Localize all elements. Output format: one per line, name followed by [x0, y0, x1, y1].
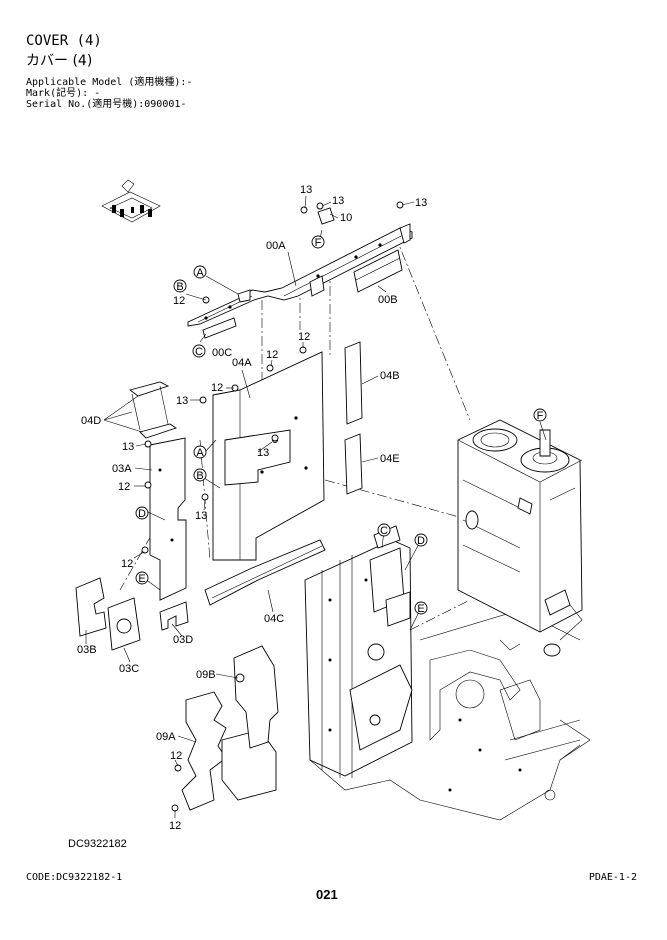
svg-text:C: C [195, 346, 203, 358]
ref-letter-A-mid: A [193, 445, 207, 459]
part-label-12: 12 [266, 349, 278, 361]
ref-letter-F-tank: F [533, 408, 547, 422]
svg-text:A: A [196, 447, 204, 459]
leader-lines [85, 195, 547, 818]
part-label-13: 13 [257, 447, 269, 459]
part-label-00A: 00A [266, 240, 286, 252]
part-label-13: 13 [415, 197, 427, 209]
svg-text:D: D [417, 535, 425, 547]
applicable-model: Applicable Model (適用機種):- [26, 77, 193, 88]
part-label-12: 12 [298, 331, 310, 343]
ref-letter-D-left: D [135, 506, 149, 520]
svg-text:C: C [380, 525, 388, 537]
pad-00B [353, 249, 403, 293]
part-label-04D: 04D [81, 415, 101, 427]
svg-text:B: B [176, 281, 183, 293]
part-label-09B: 09B [196, 669, 216, 681]
part-label-03D: 03D [173, 634, 193, 646]
part-label-12: 12 [169, 820, 181, 832]
plate-03A [149, 437, 187, 601]
part-label-13: 13 [300, 184, 312, 196]
ref-letter-E-left: E [135, 571, 149, 585]
plate-03D [159, 601, 189, 631]
part-label-13: 13 [332, 195, 344, 207]
machine-location-icon [101, 179, 161, 223]
part-label-03A: 03A [112, 463, 132, 475]
pdae-label: PDAE-1-2 [588, 872, 637, 883]
mark-field: Mark(記号): - [26, 88, 101, 99]
part-label-00C: 00C [212, 347, 232, 359]
part-label-09A: 09A [156, 731, 176, 743]
part-label-10: 10 [340, 212, 352, 224]
part-label-04B: 04B [380, 370, 400, 382]
clips-04D [128, 381, 178, 439]
part-label-03C: 03C [119, 663, 139, 675]
svg-text:E: E [138, 573, 145, 585]
part-label-03B: 03B [77, 644, 97, 656]
part-label-12: 12 [118, 481, 130, 493]
cover-04A [212, 351, 325, 561]
clip [309, 275, 325, 297]
part-label-04A: 04A [232, 357, 252, 369]
plate-03B [75, 577, 107, 637]
drawing-number: DC9322182 [68, 838, 127, 850]
part-label-00B: 00B [378, 294, 398, 306]
strip-04B [344, 341, 363, 425]
pad-00C [202, 317, 237, 339]
bracket-09A [181, 691, 227, 811]
page-number: 021 [316, 887, 338, 902]
clip [237, 289, 251, 303]
part-labels: 13 13 10 13 00A 00B 12 00C 12 12 04A 04B… [77, 184, 427, 832]
ref-letter-D-frame: D [414, 533, 428, 547]
part-label-13: 13 [122, 441, 134, 453]
strip-04E [344, 433, 363, 495]
part-label-04C: 04C [264, 613, 284, 625]
code-label: CODE:DC9322182-1 [26, 872, 123, 883]
ref-letter-F-top: F [311, 235, 325, 249]
bracket-09B [233, 645, 279, 749]
part-label-12: 12 [173, 295, 185, 307]
ref-letter-B-top: B [173, 279, 187, 293]
bolt-icons [141, 201, 404, 812]
part-label-12: 12 [121, 558, 133, 570]
svg-text:A: A [196, 267, 204, 279]
svg-text:E: E [417, 603, 424, 615]
svg-text:F: F [315, 237, 322, 249]
frame-assembly [304, 525, 413, 778]
ref-letter-A-top: A [193, 265, 207, 279]
part-label-12: 12 [170, 750, 182, 762]
part-label-13: 13 [176, 395, 188, 407]
svg-text:B: B [196, 470, 203, 482]
plate-03C [107, 597, 141, 651]
cover-04C [204, 539, 326, 606]
ref-letter-E-frame: E [414, 601, 428, 615]
ref-letter-B-mid: B [193, 468, 207, 482]
part-label-13: 13 [195, 510, 207, 522]
ref-letter-C-top: C [192, 344, 206, 358]
serial-number: Serial No.(適用号機):090001- [26, 99, 187, 110]
ref-letter-C-frame: C [377, 523, 391, 537]
svg-text:F: F [537, 410, 544, 422]
part-label-12: 12 [211, 382, 223, 394]
page-title-japanese: カバー (4) [26, 53, 93, 69]
svg-text:D: D [138, 508, 146, 520]
hydraulic-tank [457, 419, 583, 657]
part-label-04E: 04E [380, 453, 400, 465]
page-title: COVER (4) [26, 33, 102, 49]
